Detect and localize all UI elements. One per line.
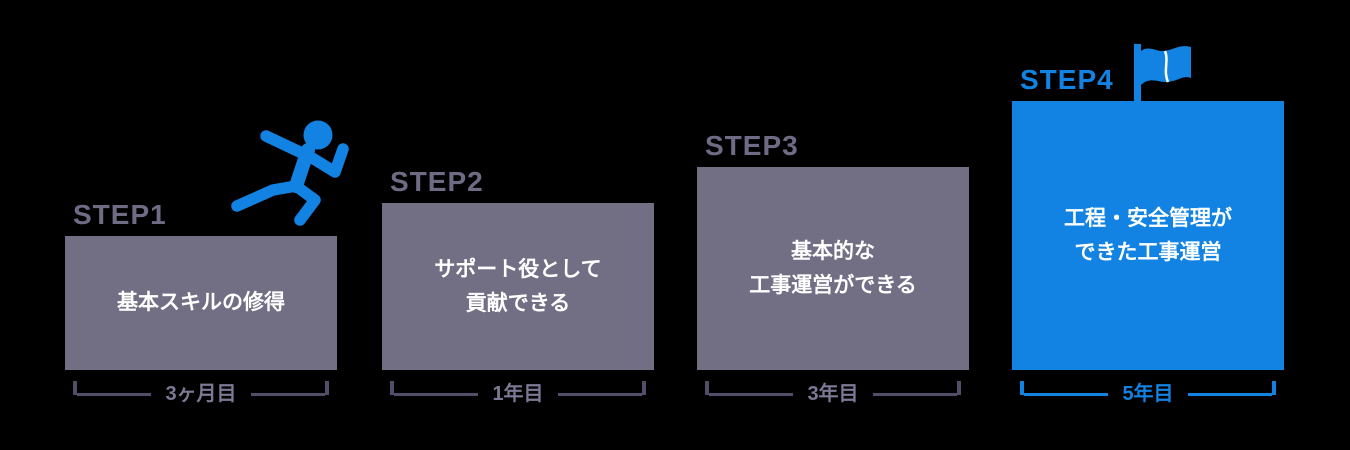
step4-description-line: できた工事運営	[1074, 240, 1222, 264]
running-person-icon	[225, 105, 360, 240]
step3-label: STEP3	[705, 130, 799, 161]
step4-block: 工程・安全管理が できた工事運営	[1012, 101, 1284, 370]
bracket-left-tick	[1020, 381, 1024, 395]
step2-label: STEP2	[390, 166, 484, 197]
step4-period-bracket: 5年目	[1020, 381, 1276, 407]
step1-label: STEP1	[73, 199, 167, 230]
step4-label: STEP4	[1020, 64, 1114, 95]
bracket-line	[872, 392, 957, 396]
step2-description-line: 貢献できる	[465, 291, 571, 315]
step1-period-bracket: 3ヶ月目	[73, 381, 329, 407]
bracket-right-tick	[957, 381, 961, 395]
goal-flag-icon	[1134, 44, 1198, 102]
step2-block: サポート役として 貢献できる	[382, 203, 654, 370]
bracket-line	[1024, 392, 1109, 396]
bracket-line	[1187, 392, 1272, 396]
step2-period-label: 1年目	[492, 383, 544, 405]
step3-period-bracket: 3年目	[705, 381, 961, 407]
bracket-line	[709, 392, 794, 396]
step3-description-line: 工事運営ができる	[749, 273, 917, 297]
step2-description-line: サポート役として	[434, 257, 602, 281]
bracket-line	[250, 392, 325, 396]
step4-column: STEP4 工程・安全管理が できた工事運営 5年目	[1012, 64, 1284, 405]
step3-block: 基本的な 工事運営ができる	[697, 167, 969, 370]
step3-description-line: 基本的な	[791, 239, 875, 263]
step4-period-label: 5年目	[1122, 383, 1174, 405]
step4-description-line: 工程・安全管理が	[1064, 206, 1232, 230]
bracket-left-tick	[705, 381, 709, 395]
bracket-right-tick	[325, 381, 329, 395]
step2-period-bracket: 1年目	[390, 381, 646, 407]
bracket-left-tick	[73, 381, 77, 395]
step1-period-label: 3ヶ月目	[165, 383, 237, 405]
bracket-line	[394, 392, 479, 396]
step1-block: 基本スキルの修得	[65, 236, 337, 370]
bracket-line	[557, 392, 642, 396]
step3-description: 基本的な 工事運営ができる	[749, 235, 917, 303]
bracket-line	[77, 392, 152, 396]
step2-description: サポート役として 貢献できる	[434, 253, 601, 321]
step2-column: STEP2 サポート役として 貢献できる 1年目	[382, 166, 654, 405]
step1-column: STEP1 基本スキルの修得 3ヶ月目	[65, 199, 337, 405]
bracket-right-tick	[642, 381, 646, 395]
bracket-right-tick	[1272, 381, 1276, 395]
step4-description: 工程・安全管理が できた工事運営	[1064, 202, 1232, 270]
bracket-left-tick	[390, 381, 394, 395]
step3-column: STEP3 基本的な 工事運営ができる 3年目	[697, 130, 969, 405]
step3-period-label: 3年目	[807, 383, 859, 405]
step1-description-line: 基本スキルの修得	[117, 291, 285, 314]
step1-description: 基本スキルの修得	[117, 286, 285, 320]
